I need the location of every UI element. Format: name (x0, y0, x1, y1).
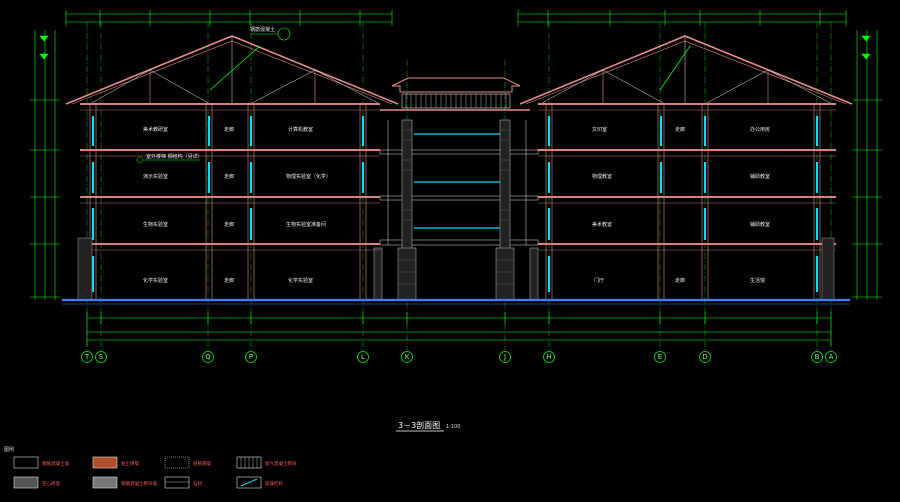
stair-callout-text: 室外楼梯 钢结构（另详） (146, 153, 203, 160)
room-label: 生物实验室准备间 (286, 221, 326, 228)
roof-callout-text: 钢筋混凝土 (250, 26, 275, 33)
room-label: 生物实验室 (143, 221, 168, 228)
legend-swatch (236, 476, 262, 489)
legend-item-label: 加气混凝土砌块 (265, 460, 297, 467)
axis-label-H: H (546, 353, 551, 361)
room-label: 美术教室 (592, 221, 612, 228)
room-label: 走廊 (675, 277, 685, 284)
bottom-dimension-chain (86, 312, 832, 346)
legend-item-label: 轻质隔墙 (193, 460, 211, 467)
room-label: 辅助教室 (750, 221, 770, 228)
right-level-chain (852, 30, 882, 300)
axis-label-Q: Q (205, 353, 211, 361)
axis-label-L: L (361, 353, 365, 361)
axis-label-T: T (84, 353, 90, 361)
axis-label-E: E (658, 353, 662, 361)
axis-label-P: P (249, 353, 253, 361)
legend-swatch (13, 456, 39, 469)
legend-swatch (92, 456, 118, 469)
floor-slabs (80, 103, 836, 245)
ceiling-lines (80, 109, 836, 251)
legend-item-label: 石材 (193, 480, 202, 487)
left-level-chain (30, 30, 60, 300)
axis-bubbles: T S Q P L K J H E D B A (81, 351, 837, 363)
room-label: 走廊 (224, 221, 234, 228)
axis-label-B: B (815, 353, 820, 361)
legend-item-label: 玻璃栏杆 (265, 480, 283, 487)
masonry-hatch (398, 129, 514, 285)
axis-label-J: J (503, 353, 506, 361)
axis-label-D: D (702, 353, 707, 361)
legend-swatch (92, 476, 118, 489)
room-labels: 美术教研室 走廊 计算机教室 演示实验室 走廊 物理实验室（化学） 生物实验室 … (143, 126, 770, 284)
legend-item-label: 钢筋混凝土砌块墙 (121, 480, 157, 487)
drawing-scale: 1:100 (446, 424, 460, 430)
room-label: 走廊 (224, 173, 234, 180)
room-label: 办公用房 (750, 126, 770, 133)
right-roof-inner-gables (539, 36, 833, 105)
legend-swatch (164, 476, 190, 489)
room-label: 文印室 (592, 126, 607, 133)
room-label: 走廊 (224, 126, 234, 133)
drawing-title-block: 3－3剖面图 1:100 (396, 420, 460, 432)
drawing-title: 3－3剖面图 (398, 420, 440, 430)
legend-swatch (164, 456, 190, 469)
left-roof-green-brace (209, 45, 261, 91)
axis-label-S: S (99, 353, 104, 361)
left-roof-inner-gables (89, 36, 381, 105)
room-label: 美术教研室 (143, 126, 168, 133)
right-roof-green-brace (659, 45, 691, 91)
room-label: 演示实验室 (143, 173, 168, 180)
room-label: 计算机教室 (288, 126, 313, 133)
room-label: 生活馆 (750, 277, 765, 284)
right-roof (519, 35, 853, 105)
legend-item-label: 空心砖墙 (42, 480, 60, 487)
axis-label-K: K (405, 353, 410, 361)
room-label: 化学实验室 (143, 277, 168, 284)
top-dimension-chain (65, 10, 847, 26)
ground-line (62, 298, 850, 305)
callouts: 钢筋混凝土 室外楼梯 钢结构（另详） (136, 26, 291, 164)
room-label: 走廊 (675, 126, 685, 133)
room-label: 物理教室 (592, 173, 612, 180)
room-label: 门厅 (594, 277, 604, 284)
legend-item-label: 钢筋混凝土墙 (42, 460, 69, 467)
legend: 图例 钢筋混凝土墙 粘土砖墙 轻质隔墙 加气混凝土砌块 空心砖墙 钢筋混凝土砌块… (4, 446, 297, 489)
central-masonry-columns (373, 119, 539, 301)
central-pavilion-roof (380, 77, 530, 111)
legend-item-label: 粘土砖墙 (121, 460, 139, 467)
axis-label-A: A (829, 353, 834, 361)
room-label: 化学实验室 (288, 277, 313, 284)
legend-heading: 图例 (4, 446, 14, 453)
room-label: 辅助教室 (750, 173, 770, 180)
walls-and-windows (77, 103, 835, 301)
room-label: 物理实验室（化学） (286, 173, 331, 180)
room-label: 走廊 (224, 277, 234, 284)
legend-swatch (13, 476, 39, 489)
